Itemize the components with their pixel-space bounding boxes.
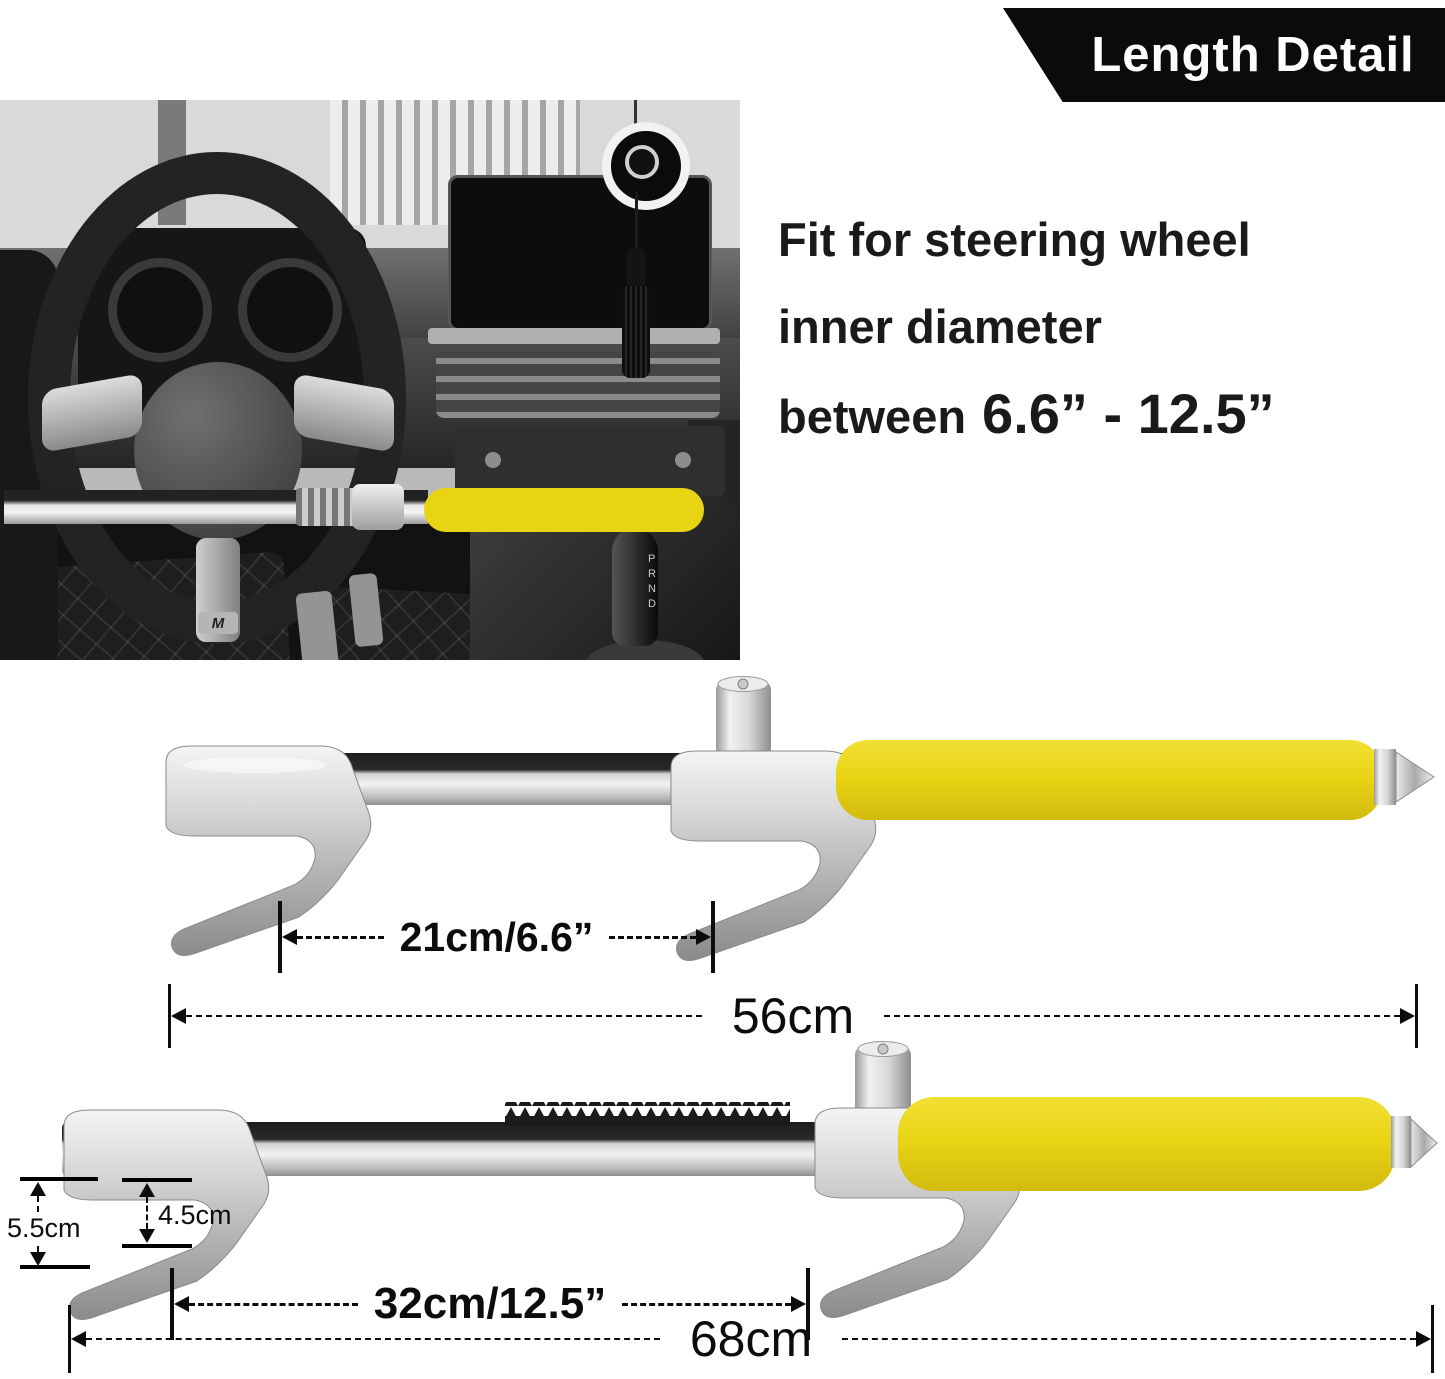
dimension-end-bar (68, 1305, 71, 1373)
lock1-keyhole (737, 678, 749, 690)
dimension-label: 32cm/12.5” (373, 1279, 607, 1328)
wheel-lock-ratchet (296, 488, 358, 526)
dimension-4-5cm-arrow (139, 1183, 155, 1243)
lock-retracted-illustration (165, 676, 1435, 961)
wheel-lock-yellow-handle (424, 488, 704, 532)
hook-sheen (183, 757, 327, 773)
dimension-end-bar (711, 901, 715, 973)
arrow-left-icon (174, 1296, 189, 1312)
dimension-dash-line (842, 1338, 1417, 1340)
dimension-label: 4.5cm (158, 1200, 232, 1230)
dimension-dash-line (186, 1015, 702, 1017)
arrow-right-icon (1400, 1008, 1416, 1024)
arrow-right-icon (1416, 1331, 1432, 1347)
lock1-cylinder-post (716, 681, 771, 757)
dimension-dash-line (297, 935, 384, 939)
dimension-dash-line (609, 935, 696, 939)
arrow-down-icon (30, 1252, 46, 1266)
dimension-end-bar (168, 984, 171, 1048)
fit-line-1: Fit for steering wheel (778, 213, 1251, 266)
wheel-lock-body (352, 484, 404, 530)
lock2-shaft (62, 1122, 965, 1176)
lock2-keyhole (877, 1043, 889, 1055)
tassel-bulb (626, 248, 646, 290)
arrow-up-icon (139, 1183, 155, 1197)
arrow-right-icon (791, 1296, 806, 1312)
arrow-left-icon (71, 1331, 86, 1347)
lock2-glass-breaker-tip (1410, 1117, 1438, 1169)
dimension-56cm: 56cm (168, 984, 1419, 1048)
radio-knob (485, 452, 501, 468)
tick-5-5-bottom (20, 1265, 90, 1269)
dimension-dash-line (622, 1302, 791, 1306)
tassel-fringe (622, 286, 650, 378)
dimension-end-bar (806, 1268, 810, 1340)
dimension-label: 5.5cm (4, 1212, 84, 1245)
air-vents (436, 352, 720, 418)
tick-4-5-top (122, 1178, 192, 1182)
fit-diameter-range: 6.6” - 12.5” (982, 382, 1275, 445)
gear-shifter-base (585, 640, 705, 660)
dimension-dash-line (86, 1338, 660, 1340)
car-interior-photo: P R N D M (0, 100, 740, 660)
radio-panel (455, 426, 725, 496)
dimension-label: 56cm (731, 988, 855, 1044)
wheel-badge: M (198, 612, 238, 634)
lock2-tip-collar (1391, 1116, 1411, 1168)
arrow-left-icon (171, 1008, 186, 1024)
tick-4-5-bottom (122, 1244, 192, 1248)
hanging-ornament-disc (625, 145, 659, 179)
dimension-end-bar (1431, 1305, 1435, 1373)
fit-line-3: between 6.6” - 12.5” (778, 370, 1443, 460)
arrow-right-icon (696, 929, 711, 945)
dimension-label: 68cm (689, 1311, 813, 1367)
lock2-ratchet-teeth (505, 1102, 790, 1116)
dimension-end-bar (170, 1268, 174, 1340)
lock2-cylinder-post (855, 1046, 911, 1126)
lock1-tip-collar (1374, 749, 1396, 805)
lock1-handle-grip (836, 740, 1382, 820)
dimension-dash-line (884, 1015, 1401, 1017)
gear-shifter (612, 528, 658, 646)
gear-indicator-labels: P R N D (648, 553, 656, 610)
tick-5-5-top (20, 1177, 98, 1181)
lock2-handle-grip (898, 1097, 1395, 1191)
fit-description: Fit for steering wheel inner diameter be… (778, 196, 1443, 460)
dimension-end-bar (278, 901, 282, 973)
fit-line-3-prefix: between (778, 390, 967, 443)
dimension-dash-line (189, 1302, 358, 1306)
lock2-rack-bar (505, 1116, 790, 1126)
radio-knob (675, 452, 691, 468)
arrow-up-icon (30, 1182, 46, 1196)
dimension-end-bar (1415, 984, 1419, 1048)
dimension-dash-line (146, 1197, 148, 1229)
ornament-cord (634, 100, 637, 126)
dimension-21cm: 21cm/6.6” (278, 901, 715, 973)
banner-title: Length Detail (1091, 28, 1415, 82)
fit-line-2: inner diameter (778, 300, 1102, 353)
lock1-glass-breaker-tip (1395, 751, 1435, 803)
arrow-left-icon (282, 929, 297, 945)
section-banner: Length Detail (1003, 8, 1445, 102)
dimension-68cm: 68cm (68, 1305, 1435, 1373)
dimension-label: 21cm/6.6” (399, 913, 594, 960)
arrow-down-icon (139, 1229, 155, 1243)
dimension-32cm: 32cm/12.5” (170, 1268, 810, 1340)
tassel-cord (635, 192, 638, 250)
